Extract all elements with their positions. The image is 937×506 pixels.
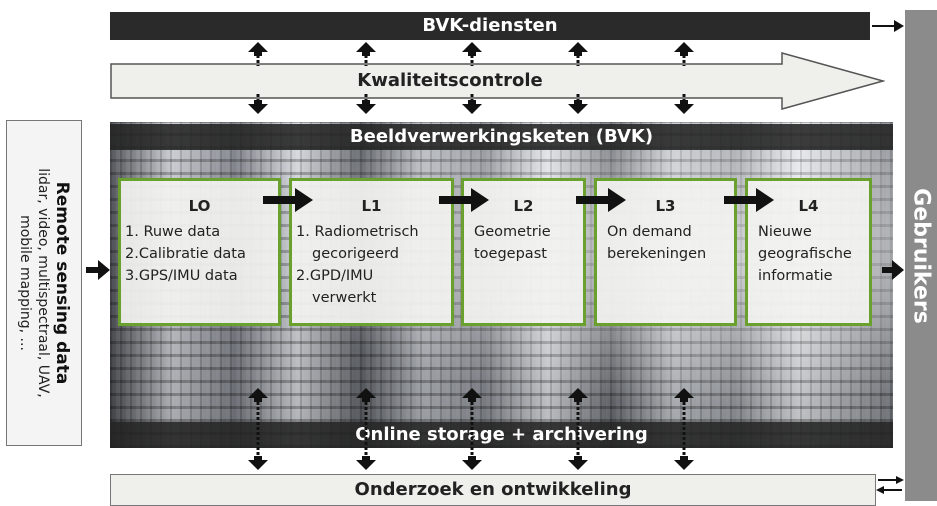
level-box-l0: LO 1. Ruwe data 2.Calibratie data 3.GPS/… [118, 178, 281, 326]
arrow-down-icon [248, 94, 694, 114]
remote-sensing-input-box: Remote sensing data lidar, video, multis… [6, 120, 82, 446]
level-box-l1: L1 1. Radiometrisch gecorigeerd 2.GPD/IM… [289, 178, 454, 326]
level-item: 3.GPS/IMU data [125, 268, 238, 284]
arrow-right-icon [263, 188, 774, 212]
bvk-diensten-bar: BVK-diensten [110, 12, 870, 40]
online-storage-bar: Online storage + archivering [110, 422, 893, 448]
level-items-l0: 1. Ruwe data 2.Calibratie data 3.GPS/IMU… [121, 221, 278, 287]
level-item: 2.Calibratie data [125, 246, 246, 262]
arrow-up-icon [248, 42, 694, 66]
research-label: Onderzoek en ontwikkeling [354, 479, 632, 500]
storage-arrow-icon [248, 388, 694, 470]
level-item: 2.GPD/IMU [296, 268, 374, 284]
quality-control-label: Kwaliteitscontrole [357, 70, 543, 91]
level-title-l1: L1 [361, 197, 382, 215]
level-item: gecorigeerd [312, 246, 399, 262]
level-title-l0: LO [188, 197, 211, 215]
level-desc-l2: Geometrie toegepast [474, 224, 551, 262]
level-title-l3: L3 [655, 197, 676, 215]
level-item: 1. Radiometrisch [296, 224, 419, 240]
level-title-l4: L4 [798, 197, 819, 215]
arrow-right-icon [872, 20, 904, 32]
users-bar: Gebruikers [905, 10, 937, 501]
level-desc-l4: Nieuwe geografische informatie [758, 224, 852, 284]
level-item: verwerkt [312, 290, 377, 306]
level-desc-l3: On demand berekeningen [607, 224, 707, 262]
level-item: 1. Ruwe data [125, 224, 221, 240]
quality-control-arrow [110, 52, 885, 110]
arrow-right-icon [86, 260, 904, 280]
level-items-l1: 1. Radiometrisch gecorigeerd 2.GPD/IMU v… [292, 221, 451, 309]
double-arrow-icon [876, 476, 904, 494]
bvk-chain-bar: Beeldverwerkingsketen (BVK) [110, 124, 893, 150]
level-title-l2: L2 [513, 197, 534, 215]
